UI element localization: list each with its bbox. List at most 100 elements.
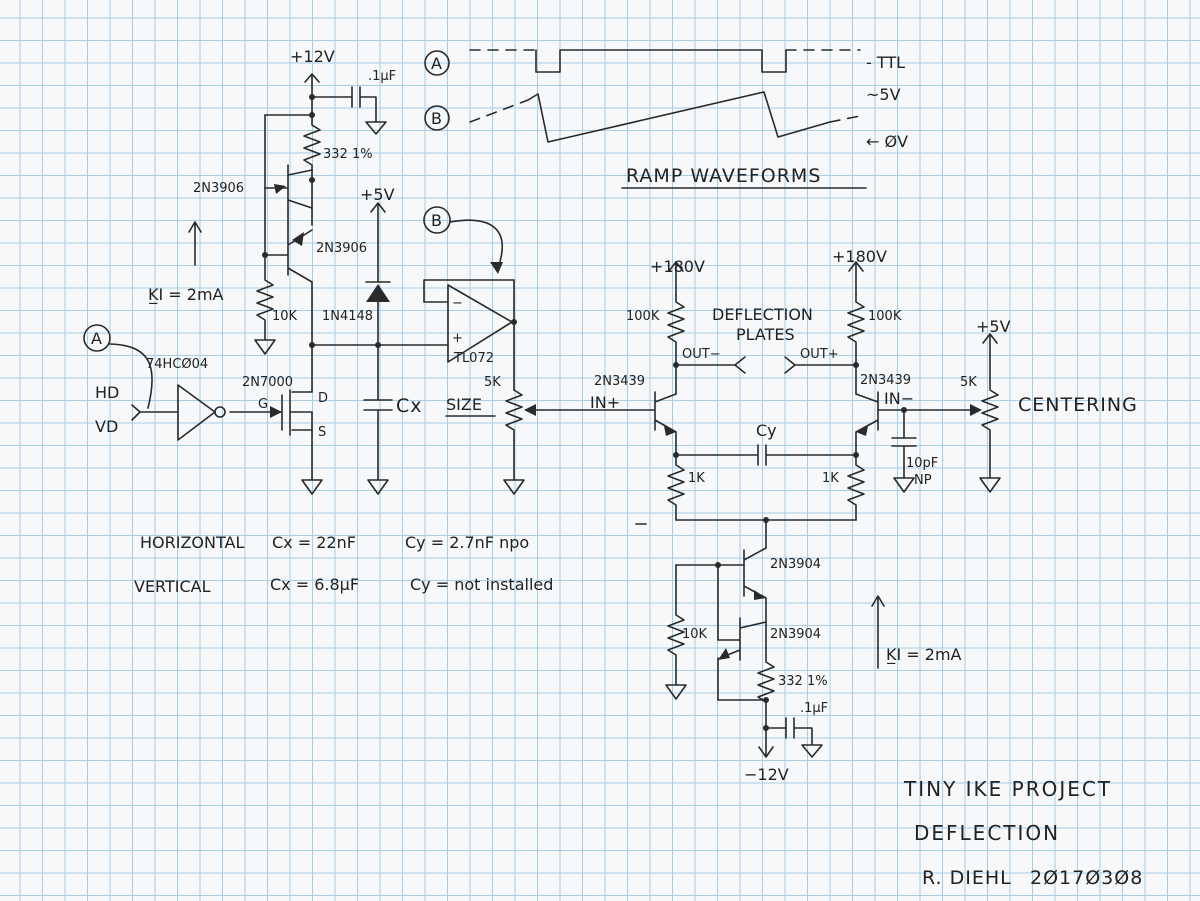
q-2n3906-a-label: 2N3906 bbox=[193, 181, 244, 196]
ki-right-label: K̲I = 2mA bbox=[886, 645, 962, 665]
opamp-section: − + TL072 B 5K SIZE bbox=[423, 206, 541, 495]
ki-left-label: K̲I = 2mA bbox=[148, 285, 224, 305]
vert-cx-label: Cx = 6.8μF bbox=[270, 575, 359, 594]
res-1k-left-label: 1K bbox=[688, 471, 705, 486]
capacitor-cx bbox=[363, 344, 393, 495]
pot-5k-centering-label: 5K bbox=[960, 375, 977, 390]
supply-plus5-left-label: +5V bbox=[360, 185, 395, 204]
capacitor-cy bbox=[675, 444, 857, 466]
bypass-capacitor-bottom bbox=[765, 717, 823, 758]
resistor-332-bottom bbox=[757, 624, 775, 756]
wave-b-marker-label: B bbox=[431, 109, 442, 128]
component-notes: HORIZONTAL Cx = 22nF Cy = 2.7nF npo VERT… bbox=[134, 533, 553, 596]
resistor-100k-right bbox=[847, 294, 865, 395]
res-1k-right-label: 1K bbox=[822, 471, 839, 486]
transistor-2n3906-lower bbox=[264, 209, 313, 346]
opamp-plus-label: + bbox=[452, 331, 463, 346]
size-label: SIZE bbox=[446, 395, 482, 414]
vert-cy-label: Cy = not installed bbox=[410, 575, 553, 594]
mosfet-2n7000 bbox=[229, 344, 323, 495]
marker-b-opamp-label: B bbox=[431, 211, 442, 230]
wave-a-marker-label: A bbox=[431, 54, 442, 73]
deflection-amp-section: +180V 100K +180V 100K DEFLECTION PLATES … bbox=[539, 247, 1138, 784]
pin-s-label: S bbox=[318, 425, 326, 440]
res-332-bottom-label: 332 1% bbox=[778, 674, 828, 689]
plates-label: PLATES bbox=[736, 325, 795, 344]
res-100k-left-label: 100K bbox=[626, 309, 660, 324]
title-deflection: DEFLECTION bbox=[914, 821, 1060, 845]
cap-bottom-label: .1μF bbox=[800, 701, 828, 716]
q-2n3906-b-label: 2N3906 bbox=[316, 241, 367, 256]
supply-plus5-right-label: +5V bbox=[976, 317, 1011, 336]
marker-a-input bbox=[83, 324, 153, 409]
marker-b-opamp bbox=[423, 206, 503, 274]
resistor-100k-left bbox=[667, 294, 685, 395]
pot-5k-size-label: 5K bbox=[484, 375, 501, 390]
in-plus-label: IN+ bbox=[590, 393, 620, 412]
horizontal-label: HORIZONTAL bbox=[140, 533, 244, 552]
diode-1n4148 bbox=[365, 225, 391, 346]
marker-a-input-label: A bbox=[91, 329, 102, 348]
author-label: R. DIEHL bbox=[922, 867, 1012, 889]
waveform-section: A B - TTL ~5V ← ØV RAMP WAVEFORMS bbox=[424, 49, 908, 189]
res-10k-left-label: 10K bbox=[272, 309, 298, 324]
title-project: TINY IKE PROJECT bbox=[903, 777, 1112, 801]
in-minus-label: IN− bbox=[884, 389, 914, 408]
resistor-10k-left bbox=[254, 254, 276, 355]
waveform-b-ramp bbox=[469, 91, 861, 143]
np-label: NP bbox=[914, 473, 932, 488]
resistor-1k-left bbox=[667, 454, 685, 521]
vd-label: VD bbox=[95, 417, 118, 436]
supply-180-right-label: +180V bbox=[832, 247, 887, 266]
pin-g-label: G bbox=[258, 397, 268, 412]
supply-180-left-label: +180V bbox=[650, 257, 705, 276]
transistor-2n3439-left bbox=[539, 391, 677, 456]
date-label: 2Ø17Ø3Ø8 bbox=[1030, 867, 1143, 889]
cap-cy-label: Cy bbox=[756, 421, 777, 440]
transistor-2n3439-right bbox=[855, 391, 976, 456]
q-2n3904-b-label: 2N3904 bbox=[770, 627, 821, 642]
q-2n3904-a-label: 2N3904 bbox=[770, 557, 821, 572]
inverter-label: 74HCØ04 bbox=[146, 357, 208, 372]
capacitor-10pf bbox=[891, 409, 917, 493]
opamp-tl072 bbox=[423, 279, 517, 391]
opamp-label: TL072 bbox=[453, 351, 494, 366]
out-minus-label: OUT− bbox=[682, 347, 721, 362]
horiz-cy-label: Cy = 2.7nF npo bbox=[405, 533, 529, 552]
cap-10pf-label: 10pF bbox=[906, 456, 938, 471]
res-10k-bottom-label: 10K bbox=[682, 627, 708, 642]
transistor-2n3904-lower bbox=[717, 617, 767, 701]
inverter-74hc04 bbox=[131, 384, 226, 441]
centering-label: CENTERING bbox=[1018, 394, 1138, 416]
pot-5k-size bbox=[503, 389, 541, 495]
pot-5k-centering bbox=[970, 359, 1001, 493]
hd-label: HD bbox=[95, 383, 119, 402]
resistor-1k-right bbox=[847, 454, 865, 521]
five-v-label: ~5V bbox=[866, 85, 901, 104]
resistor-10k-bottom bbox=[665, 564, 687, 700]
title-block: TINY IKE PROJECT DEFLECTION R. DIEHL 2Ø1… bbox=[903, 777, 1143, 889]
deflection-label: DEFLECTION bbox=[712, 305, 813, 324]
res-332-top-label: 332 1% bbox=[323, 147, 373, 162]
out-plus-label: OUT+ bbox=[800, 347, 839, 362]
horiz-cx-label: Cx = 22nF bbox=[272, 533, 356, 552]
transistor-2n3906-upper bbox=[264, 114, 313, 256]
pin-d-label: D bbox=[318, 391, 328, 406]
resistor-332-top bbox=[303, 114, 321, 226]
cap-top-label: .1μF bbox=[368, 69, 396, 84]
q-2n7000-label: 2N7000 bbox=[242, 375, 293, 390]
zero-v-label: ← ØV bbox=[866, 132, 908, 151]
transistor-2n3904-upper bbox=[743, 547, 767, 626]
q-2n3439-left-label: 2N3439 bbox=[594, 374, 645, 389]
cap-cx-label: Cx bbox=[396, 395, 423, 417]
ramp-generator-section: +12V .1μF 332 1% 2N3906 2N3906 bbox=[83, 47, 449, 495]
supply-minus12-label: −12V bbox=[744, 765, 789, 784]
opamp-minus-label: − bbox=[452, 296, 463, 311]
res-100k-right-label: 100K bbox=[868, 309, 902, 324]
supply-plus12-label: +12V bbox=[290, 47, 335, 66]
vertical-label: VERTICAL bbox=[134, 577, 211, 596]
q-2n3439-right-label: 2N3439 bbox=[860, 373, 911, 388]
waveform-a-ttl bbox=[469, 49, 861, 73]
ramp-waveforms-label: RAMP WAVEFORMS bbox=[626, 165, 821, 187]
